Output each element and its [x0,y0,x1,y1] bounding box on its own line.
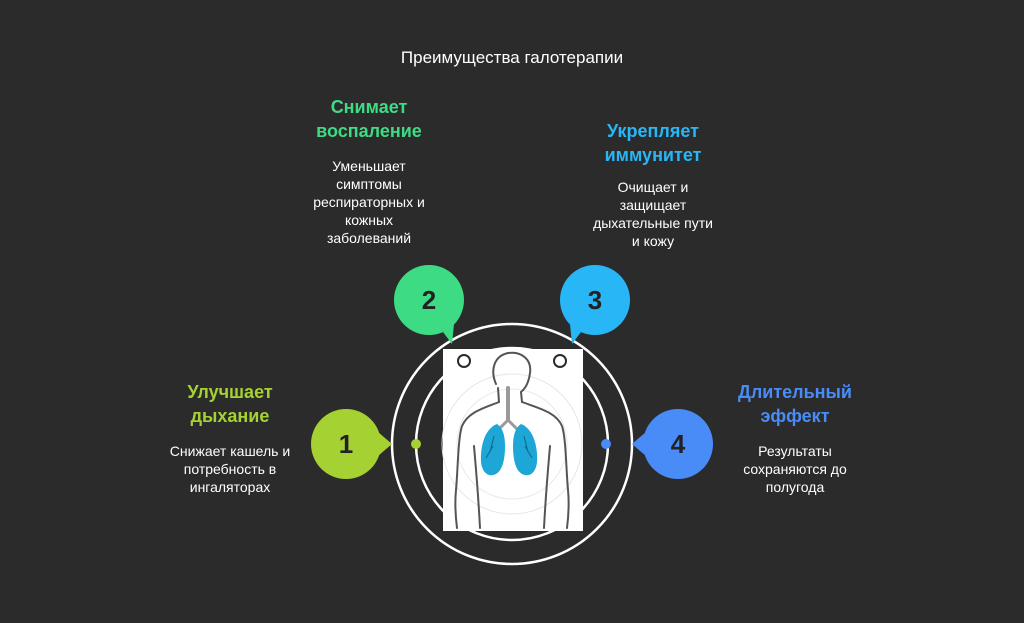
badge-2: 2 [394,265,464,344]
benefit-1-title: Улучшает дыхание [130,380,330,428]
badge-4: 4 [632,409,713,479]
benefit-3-desc-line-4: и кожу [631,233,675,249]
badge-number-1: 1 [339,429,353,459]
benefit-4-description: Результаты сохраняются до полугода [695,442,895,496]
benefit-1-title-line-2: дыхание [190,406,270,426]
benefit-3-desc-line-3: дыхательные пути [593,215,713,231]
benefit-4-desc-line-1: Результаты [758,443,832,459]
benefit-4-title-line-1: Длительный [738,382,852,402]
benefit-2-desc-line-3: респираторных и [313,194,425,210]
benefit-2-desc-line-2: симптомы [336,176,402,192]
benefit-4-desc-line-3: полугода [765,479,825,495]
benefit-3-title: Укрепляет иммунитет [553,119,753,167]
benefit-3-desc-line-1: Очищает и [617,179,689,195]
benefit-2-description: Уменьшает симптомы респираторных и кожны… [269,157,469,247]
benefit-3-desc-line-2: защищает [619,197,687,213]
badge-number-4: 4 [671,429,686,459]
benefit-4-title-line-2: эффект [760,406,830,426]
benefit-2-title: Снимает воспаление [269,95,469,143]
lungs-torso-icon [454,351,570,529]
benefit-3-title-line-1: Укрепляет [607,121,699,141]
benefit-1-title-line-1: Улучшает [187,382,273,402]
badge-number-2: 2 [422,285,436,315]
diagram-title: Преимущества галотерапии [400,48,624,67]
benefit-2-title-line-1: Снимает [330,97,408,117]
lungs-icon [480,424,538,476]
connector-dot-1 [411,439,421,449]
benefit-2-desc-line-1: Уменьшает [332,158,406,174]
badge-number-3: 3 [588,285,602,315]
center-card [441,349,583,531]
benefit-1-desc-line-1: Снижает кашель и [169,443,291,459]
benefit-4-title: Длительный эффект [695,380,895,428]
benefit-2-title-line-2: воспаление [316,121,422,141]
benefit-3-description: Очищает и защищает дыхательные пути и ко… [553,178,753,250]
benefit-2-desc-line-5: заболеваний [326,230,412,246]
benefit-4-desc-line-2: сохраняются до [743,461,847,477]
badge-1: 1 [311,409,392,479]
card-pin-left [457,354,471,368]
benefit-1-desc-line-2: потребность в [183,461,277,477]
benefit-2-desc-line-4: кожных [344,212,394,228]
benefit-3-title-line-2: иммунитет [604,145,702,165]
card-pin-right [553,354,567,368]
badge-3: 3 [560,265,630,344]
connector-dot-4 [601,439,611,449]
benefit-1-description: Снижает кашель и потребность в ингалятор… [130,442,330,496]
benefit-1-desc-line-3: ингаляторах [189,479,271,495]
